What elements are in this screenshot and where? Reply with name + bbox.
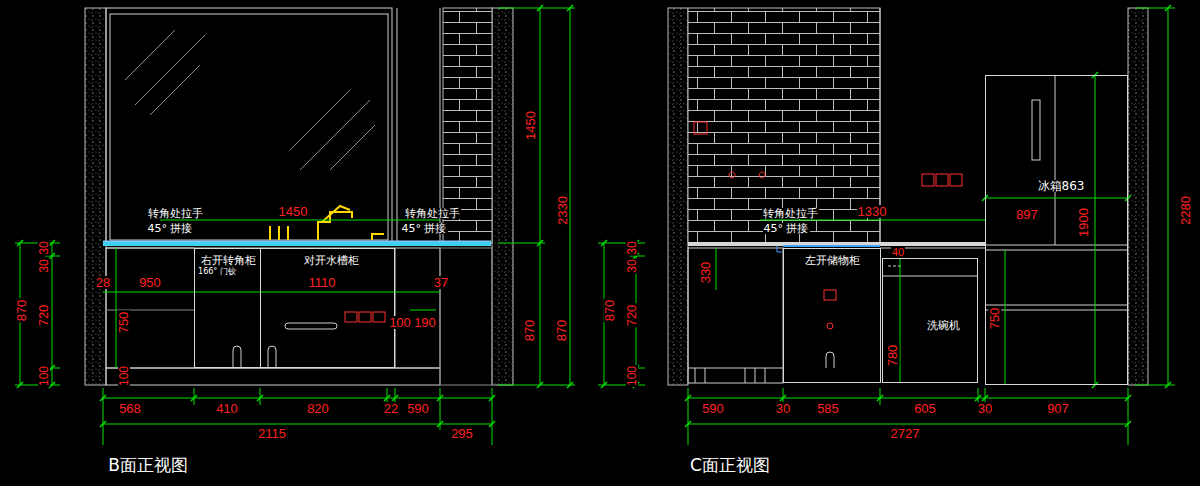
- dimension-text: 720: [625, 303, 638, 327]
- note-text: 转角处拉手: [762, 208, 819, 219]
- dimension-text: 1900: [1076, 207, 1089, 238]
- dimension-text: 30: [38, 240, 50, 255]
- view-caption: B面正视图: [107, 457, 189, 474]
- dimension-text: 820: [306, 402, 330, 415]
- dimension-text: 590: [701, 402, 725, 415]
- dimension-text: 870: [15, 298, 28, 322]
- cabinet-box: 对开水槽柜: [260, 248, 395, 368]
- dimension-text: 568: [118, 402, 142, 415]
- dimension-text: 30: [38, 258, 50, 273]
- dimension-text: 1450: [523, 110, 536, 141]
- note-text: 转角处拉手: [404, 208, 461, 219]
- dimension-text: 30: [977, 402, 993, 415]
- note-text: 45° 拼接: [763, 223, 810, 234]
- dimension-text: 22: [383, 402, 399, 415]
- part-name: 冰箱863: [1037, 180, 1086, 192]
- dimension-text: 100: [626, 365, 638, 387]
- part-name: 对开水槽柜: [303, 255, 360, 266]
- dimension-text: 30: [626, 240, 638, 255]
- dimension-text: 585: [816, 402, 840, 415]
- dimension-text: 780: [886, 343, 899, 367]
- cabinet-box: 左开储物柜: [783, 248, 881, 383]
- note-text: 转角处拉手: [147, 208, 204, 219]
- view-caption: C面正视图: [689, 457, 771, 474]
- dimension-text: 190: [413, 316, 437, 329]
- dimension-text: 605: [913, 402, 937, 415]
- dimension-text: 37: [433, 276, 449, 289]
- dimension-text: 590: [406, 402, 430, 415]
- dimension-text: 330: [699, 260, 712, 284]
- part-name: 左开储物柜: [804, 255, 861, 266]
- dimension-text: 30: [626, 258, 638, 273]
- dimension-text: 100: [118, 365, 130, 387]
- dimension-text: 1330: [857, 205, 888, 218]
- dimension-text: 950: [138, 276, 162, 289]
- dimension-text: 750: [988, 306, 1001, 330]
- dimension-text: 30: [775, 402, 791, 415]
- dimension-text: 720: [37, 303, 50, 327]
- fridge-box: 冰箱863: [985, 75, 1128, 385]
- dimension-text: 750: [117, 310, 130, 334]
- part-name: 洗碗机: [926, 320, 961, 331]
- cabinet-box: 右开转角柜 166° 门铰: [194, 248, 261, 368]
- note-text: 45° 拼接: [147, 223, 194, 234]
- dimension-text: 1450: [278, 205, 309, 218]
- dimension-text: 2727: [890, 427, 921, 440]
- dimension-text: 2115: [257, 427, 287, 440]
- dimension-text: 100: [388, 316, 412, 329]
- dimension-text: 907: [1046, 402, 1070, 415]
- dimension-text: 2330: [555, 195, 568, 226]
- dimension-text: 897: [1015, 208, 1039, 221]
- dimension-text: 1110: [308, 276, 337, 289]
- dimension-text: 2280: [1178, 195, 1191, 226]
- part-name: 右开转角柜: [200, 255, 257, 266]
- dimension-text: 870: [555, 318, 568, 342]
- dimension-text: 410: [215, 402, 239, 415]
- dimension-text: 870: [603, 298, 616, 322]
- dimension-text: 40: [891, 247, 905, 258]
- note-text: 45° 拼接: [401, 223, 448, 234]
- dimension-text: 28: [95, 276, 111, 289]
- c-elevation: [598, 5, 1175, 445]
- dimension-text: 100: [38, 365, 50, 387]
- dimension-text: 870: [523, 318, 536, 342]
- part-note: 166° 门铰: [197, 268, 237, 276]
- b-elevation: [15, 5, 575, 445]
- dimension-text: 295: [450, 427, 474, 440]
